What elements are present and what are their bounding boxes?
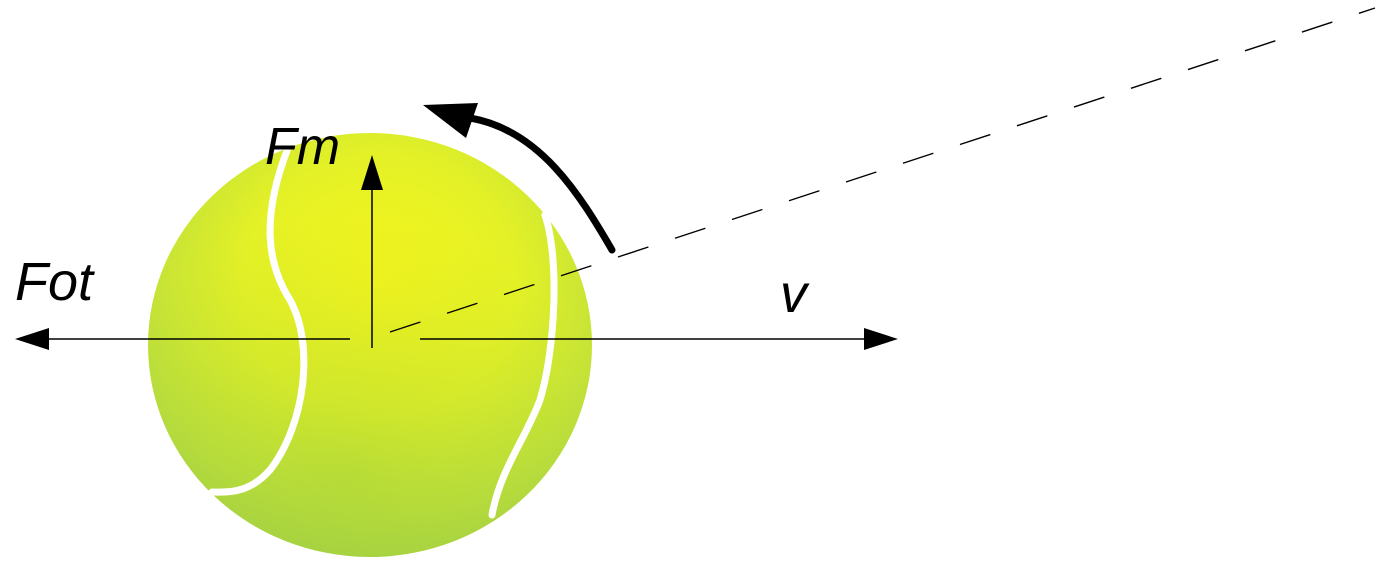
drag-force-label: Fot xyxy=(15,252,95,312)
velocity-label: v xyxy=(780,264,810,324)
trajectory-path xyxy=(389,7,1376,333)
tennis-ball-icon xyxy=(148,133,592,557)
ball-seam-left xyxy=(208,144,308,496)
drag-force-arrow xyxy=(15,328,350,350)
ball-seam-right xyxy=(488,211,558,519)
magnus-force-arrow xyxy=(361,155,383,348)
ball-shading xyxy=(148,133,592,557)
magnus-force-label: Fm xyxy=(265,118,340,176)
velocity-arrow xyxy=(420,328,898,350)
curved-arrow-icon xyxy=(423,103,616,254)
